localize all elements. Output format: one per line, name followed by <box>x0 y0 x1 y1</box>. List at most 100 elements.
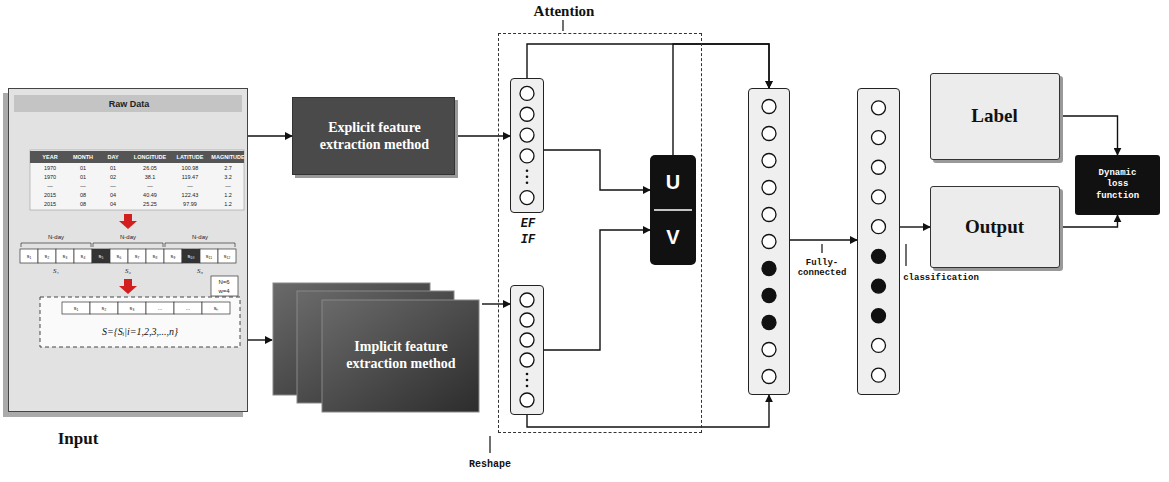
label-holder: s₁ <box>27 253 32 259</box>
table-cell: 01 <box>80 174 86 180</box>
table-cell: — <box>47 183 53 189</box>
label-holder: Reshape <box>469 459 511 470</box>
table-cell: 122.43 <box>182 192 199 198</box>
red-arrow <box>119 279 137 294</box>
connector <box>527 395 769 427</box>
node-label: Explicit feature extraction method <box>305 120 445 154</box>
table-cell: 08 <box>80 192 86 198</box>
neuron <box>762 99 776 113</box>
cell-label: s₁₂ <box>224 253 231 259</box>
sequence-cell <box>90 302 118 314</box>
neuron <box>762 369 776 383</box>
table-cell: MONTH <box>73 154 93 160</box>
table-cell: MAGNITUDE <box>211 154 244 160</box>
label-holder: s₁₁ <box>206 253 212 259</box>
edge-label: Fully-connected <box>796 258 848 278</box>
ellipsis-dot <box>525 175 528 178</box>
sequence-cell <box>174 302 202 314</box>
table-cell: 2015 <box>44 192 56 198</box>
table-cell: 1.2 <box>224 201 232 207</box>
table-cell: YEAR <box>42 154 57 160</box>
label-holder: — <box>147 183 153 189</box>
callout-label: Reshape <box>469 459 511 470</box>
neuron <box>762 207 776 221</box>
label-holder: 26.05 <box>143 165 157 171</box>
node-label: Output <box>965 216 1024 238</box>
feature-vector: EF <box>510 78 544 213</box>
node-label: U <box>666 171 680 194</box>
table-cell: — <box>225 183 231 189</box>
label-holder: ... <box>158 305 163 311</box>
connector <box>900 226 930 227</box>
neuron <box>871 130 885 144</box>
neuron <box>762 288 776 302</box>
connector <box>1060 116 1118 155</box>
text-holder: Dynamic loss function <box>1075 155 1160 215</box>
neuron <box>520 86 534 100</box>
sequence-cell <box>92 249 110 263</box>
sequence-cell <box>110 249 128 263</box>
window-bracket <box>165 243 235 247</box>
zoom-box <box>211 276 238 296</box>
leader-tick <box>489 436 490 453</box>
label-holder: s₂ <box>102 305 107 311</box>
label-holder: ... <box>186 305 191 311</box>
table-cell: LATITUDE <box>177 154 204 160</box>
label-holder: sₙ <box>214 304 219 312</box>
window-bracket <box>21 243 91 247</box>
label-box: Label <box>930 73 1060 160</box>
label-holder: s₁₂ <box>224 253 231 259</box>
connector <box>544 230 650 350</box>
label-holder: s₁ <box>74 305 79 311</box>
label-holder: S₃ <box>197 267 203 275</box>
loss-box: Dynamic loss function <box>1075 155 1160 215</box>
cell-label: s₂ <box>45 253 50 259</box>
ellipsis-dot <box>525 169 528 172</box>
label-holder: LONGITUDE <box>134 154 166 160</box>
label-holder: S₂ <box>125 267 131 275</box>
illustration-group <box>14 95 244 347</box>
label-holder: YEAR <box>42 154 57 160</box>
sequence-cell <box>20 249 38 263</box>
neuron-column <box>748 88 790 395</box>
formula: S={Sᵢ|i=1,2,3,...,n} <box>102 326 178 337</box>
label-holder: N-day <box>192 234 208 240</box>
connector <box>1060 215 1118 227</box>
label-holder: 01 <box>80 165 86 171</box>
divider-line <box>654 209 692 211</box>
label-holder: 2.7 <box>224 165 232 171</box>
window-label: N-day <box>120 234 136 240</box>
text-holder: U <box>650 155 696 210</box>
connector <box>455 135 510 136</box>
label-holder: s₈ <box>152 253 157 259</box>
text-holder: Input <box>23 427 133 451</box>
label-holder: N-day <box>48 234 64 240</box>
table-cell: 1.2 <box>224 192 232 198</box>
table-cell: — <box>110 183 116 189</box>
label-holder: 04 <box>110 201 116 207</box>
dense-layer <box>857 88 900 395</box>
input-panel: Raw DataInput <box>8 88 248 412</box>
sequence-cell <box>56 249 74 263</box>
table-cell: 04 <box>110 201 116 207</box>
table-cell: 01 <box>80 165 86 171</box>
text-holder: IF <box>499 233 557 247</box>
table-cell: 40.49 <box>143 192 157 198</box>
cell-label: s₁ <box>27 253 32 259</box>
neuron <box>520 128 534 142</box>
node-label: Attention <box>534 3 595 20</box>
process-box: Explicit feature extraction method <box>292 97 455 175</box>
sequence-cell <box>128 249 146 263</box>
label-holder: 02 <box>110 174 116 180</box>
neuron-column <box>510 285 544 415</box>
table-cell: 04 <box>110 192 116 198</box>
neuron <box>520 107 534 121</box>
sequence-box <box>40 297 240 347</box>
neuron <box>871 219 885 233</box>
label-holder: s₁₀ <box>188 253 195 259</box>
sequence-cell <box>38 249 56 263</box>
cell-label: s₂ <box>102 305 107 311</box>
node-label: Dynamic loss function <box>1090 168 1146 202</box>
cell-label: s₅ <box>99 253 104 259</box>
